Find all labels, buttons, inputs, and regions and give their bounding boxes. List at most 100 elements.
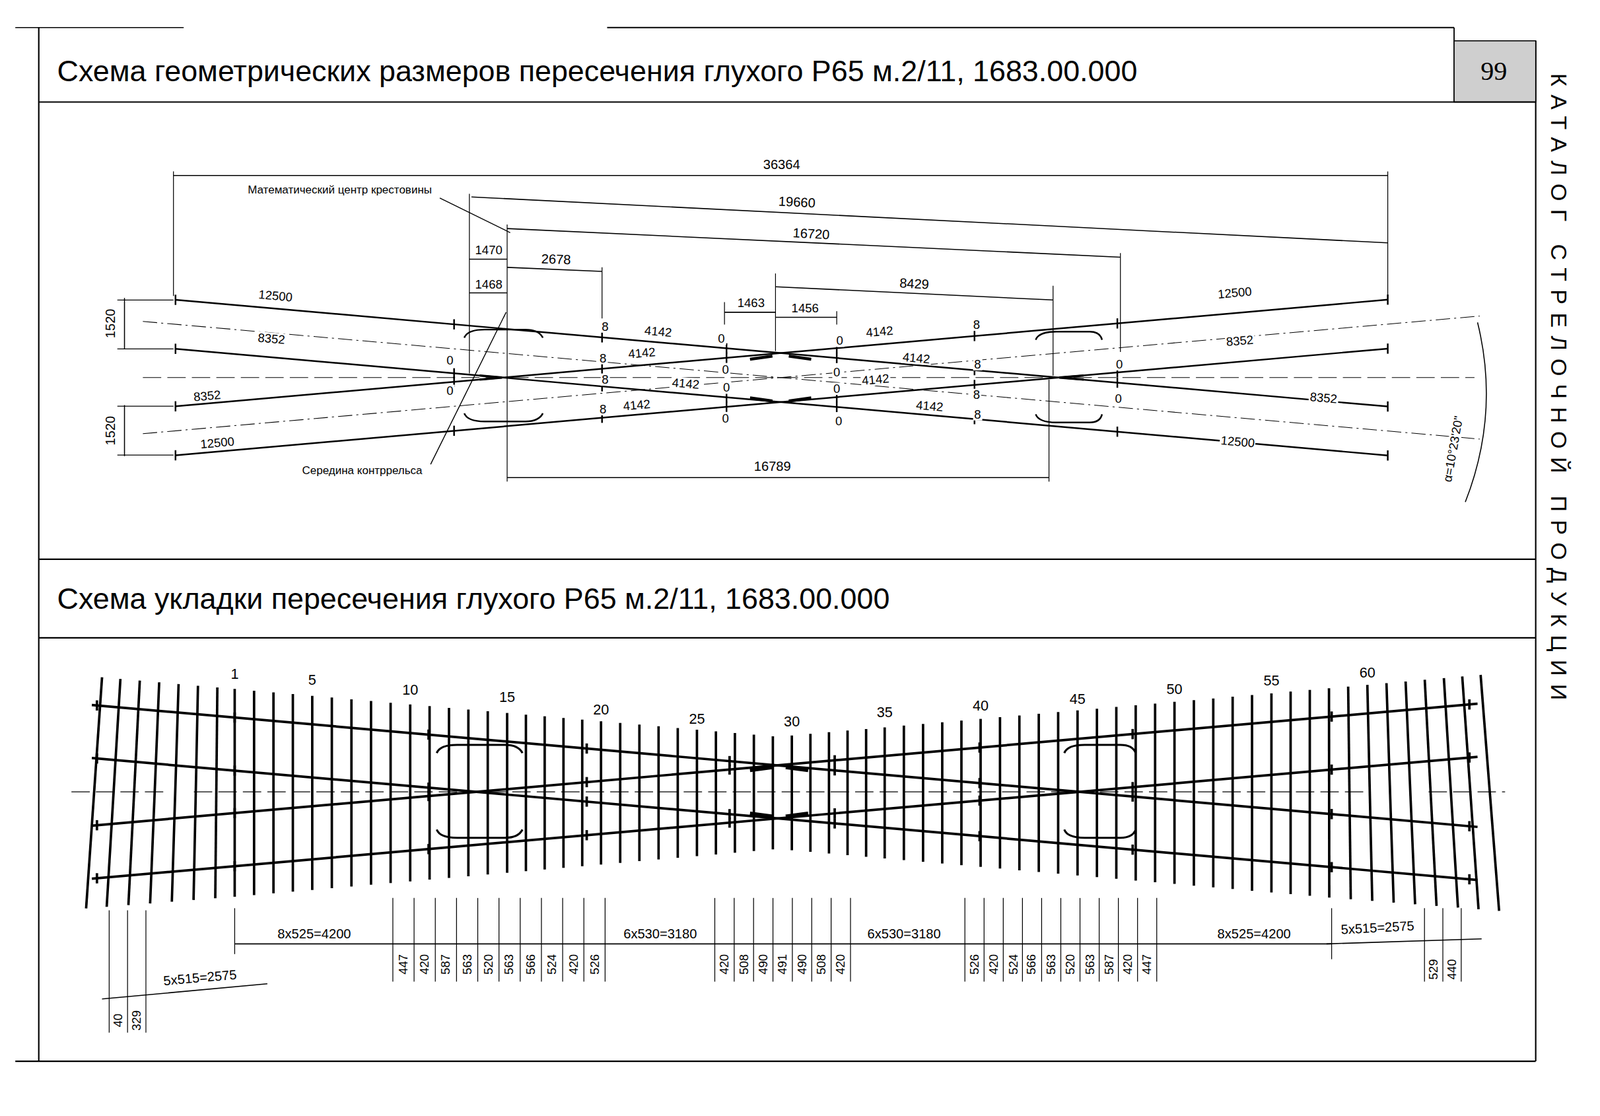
dimension-label: 0 xyxy=(445,353,455,367)
rail-joint xyxy=(973,330,976,341)
sleeper xyxy=(128,680,140,906)
dimension-line xyxy=(469,258,508,261)
angle-arc xyxy=(1465,322,1487,502)
dimension-label: 0 xyxy=(1114,357,1124,371)
frame-line xyxy=(606,27,1455,29)
sleeper xyxy=(714,730,718,854)
dimension-label: 0 xyxy=(835,334,844,348)
leader-line xyxy=(430,312,506,465)
extension-line xyxy=(811,898,813,982)
dimension-line xyxy=(724,311,776,314)
dimension-label: 520 xyxy=(1064,952,1078,976)
sleeper xyxy=(1037,713,1041,873)
sleeper xyxy=(505,713,509,873)
rail-joint xyxy=(1467,874,1471,885)
dimension-label: 526 xyxy=(968,952,981,976)
sleeper-number: 10 xyxy=(401,682,420,698)
extension-line xyxy=(117,299,174,301)
dimension-label: 4142 xyxy=(864,324,895,339)
guard-rail xyxy=(1035,414,1102,422)
sleeper xyxy=(428,705,432,880)
dimension-label: 8 xyxy=(973,408,982,421)
rail-joint xyxy=(833,818,836,829)
dimension-label: 8 xyxy=(600,373,610,387)
page-title: Схема геометрических размеров пересечени… xyxy=(56,56,1139,87)
rail-joint xyxy=(1131,781,1134,792)
extension-line xyxy=(714,898,716,982)
sleeper xyxy=(828,732,831,854)
dimension-label: 587 xyxy=(439,952,453,976)
extension-line xyxy=(601,267,603,319)
extension-line xyxy=(468,194,470,374)
frog-point xyxy=(785,767,809,771)
extension-line xyxy=(117,454,174,456)
sleeper xyxy=(408,704,412,882)
page-number-box xyxy=(1454,40,1536,103)
sleeper xyxy=(771,736,775,850)
dimension-label: 4142 xyxy=(643,324,674,339)
dimension-label: 16789 xyxy=(752,459,792,473)
page-number: 99 xyxy=(1479,58,1509,85)
rail-joint xyxy=(427,729,430,740)
sleeper xyxy=(233,688,237,897)
drawing xyxy=(15,27,1536,1062)
dimension-line xyxy=(507,476,1050,479)
frame-line xyxy=(15,1060,1536,1062)
rail-length: 12500 xyxy=(1216,285,1254,301)
extension-line xyxy=(724,301,726,325)
sleeper xyxy=(1405,681,1416,905)
guard-rail xyxy=(464,329,543,338)
dimension-label: 4142 xyxy=(670,376,702,391)
dimension-label: 1456 xyxy=(790,301,820,315)
rail-joint xyxy=(725,401,728,412)
dimension-label: 0 xyxy=(721,412,730,425)
dimension-label: 0 xyxy=(717,332,726,346)
rail-joint xyxy=(233,712,237,723)
guard-rail xyxy=(436,829,523,838)
sleeper xyxy=(921,723,925,862)
dimension-label: 440 xyxy=(1446,958,1459,981)
sleeper xyxy=(149,682,160,904)
dimension-label: 0 xyxy=(832,366,841,380)
dimension-label: 8 xyxy=(598,402,608,416)
extension-line xyxy=(117,348,174,350)
dimension-line xyxy=(775,316,837,319)
rail-joint xyxy=(427,843,430,854)
rail-joint xyxy=(1330,764,1334,775)
rail-joint xyxy=(978,742,982,753)
dimension-label: 0 xyxy=(722,381,731,395)
sleeper xyxy=(1386,683,1394,903)
extension-line xyxy=(1117,898,1119,982)
sleeper xyxy=(193,685,199,900)
dimension-label: 1520 xyxy=(103,307,117,340)
dimension-label: 508 xyxy=(737,952,751,976)
track-centerline xyxy=(142,316,1480,434)
dimension-label: 447 xyxy=(1141,952,1154,976)
sleeper xyxy=(960,720,963,866)
rail xyxy=(175,299,1389,407)
guard-rail xyxy=(1064,744,1136,753)
rail-joint xyxy=(585,777,589,788)
sleeper-number: 25 xyxy=(688,711,706,726)
rail-length: 8352 xyxy=(256,331,287,347)
dimension-label: 8x525=4200 xyxy=(1216,927,1292,941)
sleeper xyxy=(106,678,121,907)
dimension-label: 0 xyxy=(721,363,730,376)
sleepers xyxy=(85,674,1499,911)
extension-line xyxy=(1003,898,1004,982)
sleeper xyxy=(561,717,565,868)
sleeper xyxy=(1134,705,1138,881)
rail-joint xyxy=(1116,426,1118,437)
frog-point xyxy=(750,355,773,360)
sleeper xyxy=(1461,676,1479,909)
guard-rail xyxy=(464,413,543,422)
extension-line xyxy=(540,898,542,982)
dimension-label: 526 xyxy=(588,952,601,976)
dimension-label: 524 xyxy=(546,952,559,976)
rail-joint xyxy=(728,764,731,775)
rail-joint xyxy=(233,861,237,871)
rail-joint xyxy=(95,820,99,831)
frog-point xyxy=(1059,375,1084,380)
sleeper xyxy=(979,719,982,868)
callout-label: Математический центр крестовины xyxy=(246,184,434,196)
